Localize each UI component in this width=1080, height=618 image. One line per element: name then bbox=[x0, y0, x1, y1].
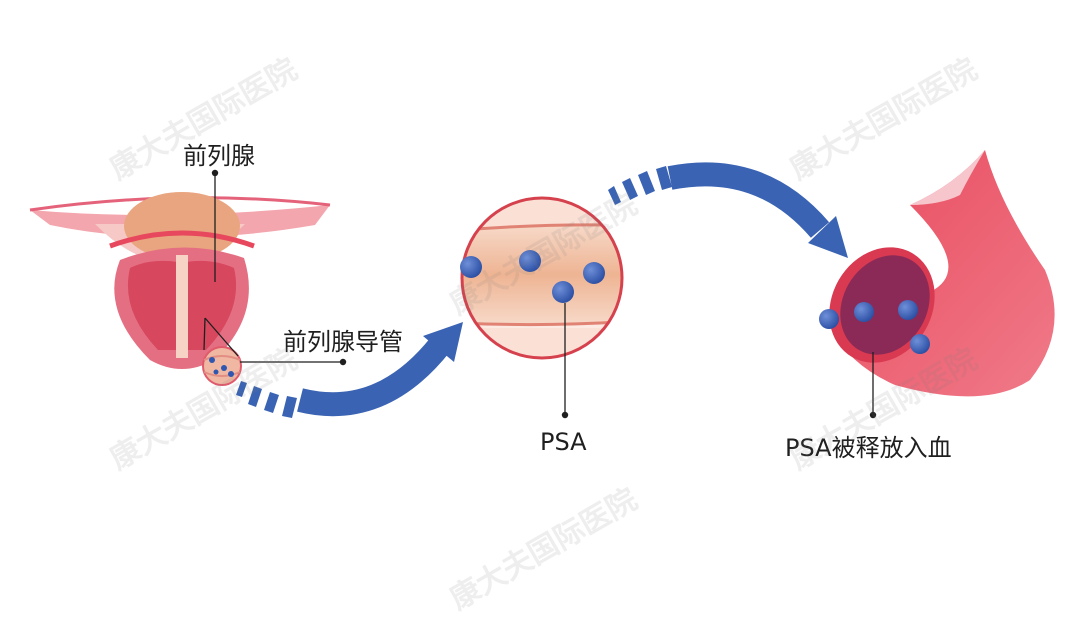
prostate-illustration bbox=[29, 169, 331, 369]
duct-magnifier bbox=[202, 317, 347, 386]
flow-arrow-2 bbox=[608, 162, 848, 258]
diagram-canvas bbox=[29, 150, 1055, 419]
psa-release-label: PSA被释放入血 bbox=[785, 434, 952, 462]
duct-label: 前列腺导管 bbox=[283, 328, 403, 356]
psa-magnifier-circle bbox=[460, 196, 624, 419]
psa-diagram: 前列腺 前列腺导管 PSA PSA被释放入血 康大夫国际医院 康大夫国际医院 康… bbox=[29, 52, 1055, 617]
psa-label: PSA bbox=[540, 428, 587, 456]
prostate-label: 前列腺 bbox=[183, 142, 255, 170]
blood-vessel bbox=[819, 150, 1055, 419]
flow-arrow-1 bbox=[236, 322, 463, 418]
